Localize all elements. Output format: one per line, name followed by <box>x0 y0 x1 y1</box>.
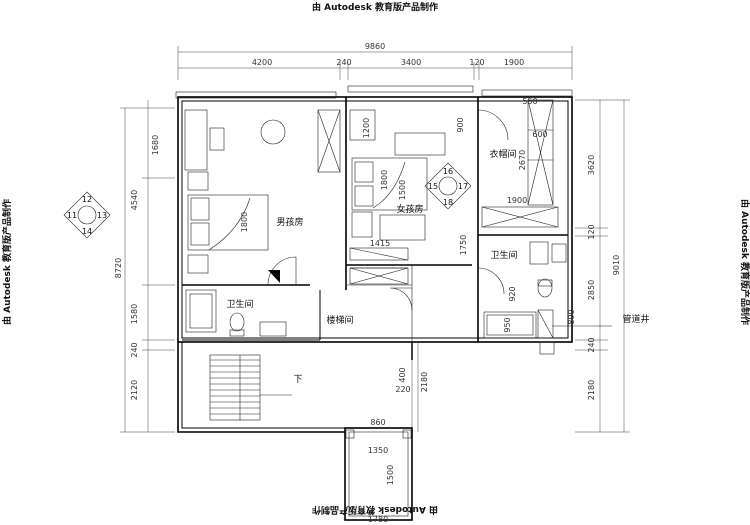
dim-left-3: 8720 <box>114 258 123 278</box>
marker-left-bottom: 14 <box>82 227 92 236</box>
dim-top-4: 120 <box>469 58 484 67</box>
stair-down-label: 下 <box>293 375 302 385</box>
dim-girl-bed: 1800 <box>380 170 389 190</box>
boys-room-furniture: 男孩房 1800 <box>184 109 341 286</box>
section-marker-center: 16 15 17 18 <box>424 162 472 210</box>
room-label-bath-left: 卫生间 <box>226 298 253 310</box>
dim-girl-1200: 1200 <box>362 118 371 138</box>
top-dimension-chain: 9860 4200 240 3400 120 1900 <box>177 42 573 80</box>
dim-top-3: 3400 <box>401 58 421 67</box>
dim-2180: 2180 <box>420 372 429 392</box>
marker-center-bottom: 18 <box>443 198 453 207</box>
balcony: 860 1350 1500 1780 <box>344 418 413 524</box>
room-label-closet: 衣帽间 <box>489 148 516 160</box>
stairwell: 下 楼梯间 400 220 2180 <box>209 287 429 432</box>
dim-right-2: 9010 <box>612 255 621 275</box>
dim-left-5: 240 <box>130 342 139 357</box>
dim-1350: 1350 <box>368 446 388 455</box>
watermark-right: 由 Autodesk 教育版产品制作 <box>739 199 750 325</box>
interior-walls <box>182 97 568 342</box>
dim-600: 600 <box>532 130 547 139</box>
watermark-top: 由 Autodesk 教育版产品制作 <box>312 1 438 13</box>
marker-left-right: 13 <box>97 211 107 220</box>
dim-1415: 1415 <box>370 239 390 248</box>
dim-1780: 1780 <box>368 515 388 524</box>
right-dimension-chain: 3620 9010 120 2850 240 2180 <box>575 99 630 433</box>
room-label-boys: 男孩房 <box>276 216 303 228</box>
marker-left-left: 11 <box>67 211 77 220</box>
room-label-girls: 女孩房 <box>396 203 423 215</box>
dim-890: 890 <box>567 309 576 324</box>
dim-400: 400 <box>398 367 407 382</box>
dim-1500: 1500 <box>398 180 407 200</box>
closet-area: 衣帽间 600 2670 550 1900 <box>477 97 559 228</box>
dim-left-6: 2120 <box>130 380 139 400</box>
marker-center-left: 15 <box>428 182 438 191</box>
dim-920: 920 <box>508 286 517 301</box>
watermark-bottom: 由 Autodesk 教育版产品制作 <box>312 504 438 516</box>
dim-right-5: 240 <box>587 337 596 352</box>
dim-top-1: 4200 <box>252 58 272 67</box>
girls-room-furniture: 1200 1200 女孩房 900 1800 1500 1415 1750 <box>349 109 468 285</box>
marker-center-right: 17 <box>458 182 468 191</box>
dim-right-6: 2180 <box>587 380 596 400</box>
dim-total-width: 9860 <box>365 42 385 51</box>
dim-left-2: 4540 <box>130 190 139 210</box>
dim-1900: 1900 <box>507 196 527 205</box>
section-marker-left: 12 11 13 14 <box>63 191 111 239</box>
left-bathroom: 卫生间 <box>185 289 287 337</box>
dim-left-1: 1680 <box>151 135 160 155</box>
dim-right-4: 2850 <box>587 280 596 300</box>
north-arrow-icon <box>268 270 280 283</box>
dim-top-2: 240 <box>336 58 351 67</box>
left-dimension-chain: 1680 4540 8720 1580 240 2120 <box>114 100 175 433</box>
room-label-bath-right: 卫生间 <box>490 249 517 261</box>
dim-2670: 2670 <box>518 150 527 170</box>
marker-left-top: 12 <box>82 195 92 204</box>
marker-center-top: 16 <box>443 167 453 176</box>
dim-860: 860 <box>370 418 385 427</box>
dim-550: 550 <box>522 97 537 106</box>
dim-220: 220 <box>395 385 410 394</box>
dim-left-4: 1580 <box>130 304 139 324</box>
shaft-label: 管道井 <box>622 313 649 325</box>
watermark-left: 由 Autodesk 教育版产品制作 <box>1 199 13 325</box>
dim-900: 900 <box>456 117 465 132</box>
dim-1500-balcony: 1500 <box>386 465 395 485</box>
room-label-stairwell: 楼梯间 <box>326 314 353 326</box>
right-bathroom: 卫生间 920 950 890 管道井 <box>477 241 650 355</box>
dim-top-5: 1900 <box>504 58 524 67</box>
dim-950: 950 <box>503 317 512 332</box>
dim-right-3: 120 <box>587 224 596 239</box>
dim-right-1: 3620 <box>587 155 596 175</box>
dim-boy-bed-length: 1800 <box>240 212 249 232</box>
dim-1750: 1750 <box>459 235 468 255</box>
exterior-walls <box>175 85 573 433</box>
